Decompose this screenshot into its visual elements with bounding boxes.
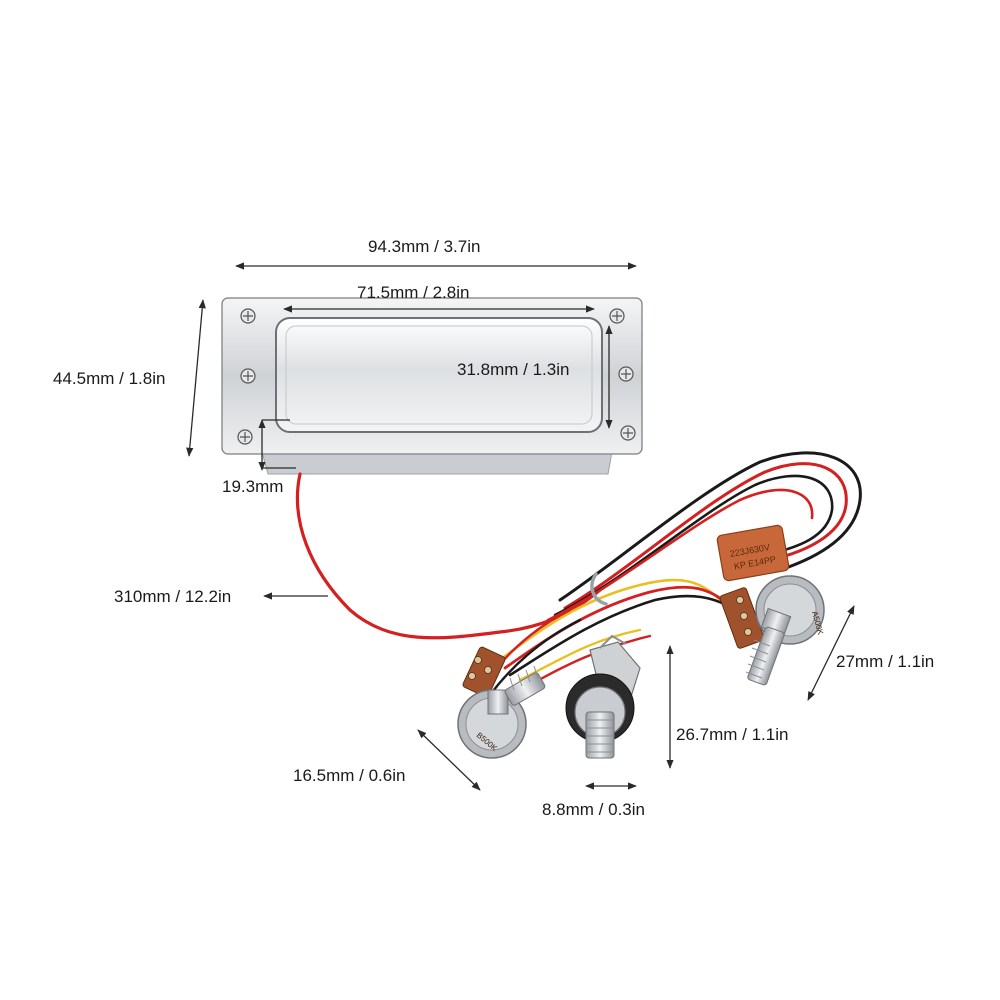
mounting-screw — [237, 429, 253, 445]
mounting-screw — [609, 308, 625, 324]
mounting-screw — [618, 366, 634, 382]
tone-pot-left: B500K — [457, 646, 546, 759]
mounting-screw — [240, 368, 256, 384]
jack-thread-label: 8.8mm / 0.3in — [542, 800, 645, 819]
pickup-housing-side — [261, 451, 613, 475]
depth-label: 19.3mm — [222, 477, 283, 496]
pickup-cable — [295, 472, 602, 640]
humbucker-pickup — [221, 297, 643, 475]
volume-pot-right: A500K — [719, 575, 825, 686]
mounting-screw — [240, 308, 256, 324]
mounting-screw — [620, 425, 636, 441]
cable-tie — [590, 572, 608, 606]
pot-width-label: 16.5mm / 0.6in — [293, 766, 405, 785]
pickup-cover — [275, 317, 603, 433]
overall-length-label: 94.3mm / 3.7in — [368, 237, 480, 256]
output-jack — [565, 634, 641, 759]
dimension-lines — [186, 262, 855, 791]
inner-height-label: 31.8mm / 1.3in — [457, 360, 569, 379]
cable-length-label: 310mm / 12.2in — [114, 587, 231, 606]
jack-height-label: 26.7mm / 1.1in — [676, 725, 788, 744]
capacitor: 223J630V KP E14PP — [716, 524, 790, 582]
wiring-harness — [295, 451, 862, 697]
pot-shaft-length-label: 27mm / 1.1in — [836, 652, 934, 671]
inner-length-label: 71.5mm / 2.8in — [357, 283, 469, 302]
overall-height-label: 44.5mm / 1.8in — [53, 369, 165, 388]
